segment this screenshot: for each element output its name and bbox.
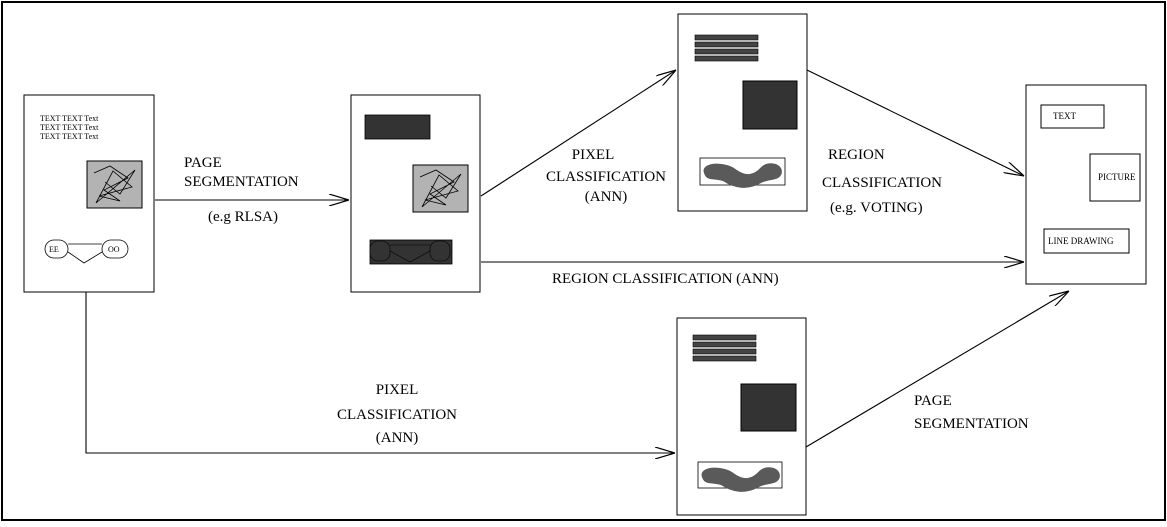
bottom-text-stripes: [692, 334, 757, 362]
label-page-seg2-l1: PAGE: [914, 393, 952, 409]
top-picture-block: [742, 80, 798, 130]
input-line-drawing: EE OO: [44, 239, 129, 264]
input-picture: [86, 160, 143, 209]
output-page: TEXT PICTURE LINE DRAWING: [1025, 84, 1147, 285]
label-region-voting: REGION CLASSIFICATION (e.g. VOTING): [822, 147, 942, 216]
label-pixel-bottom-l2: CLASSIFICATION: [337, 407, 457, 423]
label-pixel-top-l3: (ANN): [585, 189, 628, 205]
input-text-line-2: TEXT TEXT Text: [40, 123, 99, 132]
label-page-segmentation-l2: SEGMENTATION: [184, 174, 299, 190]
label-page-segmentation: PAGE SEGMENTATION (e.g RLSA): [184, 155, 299, 225]
label-region-voting-l2: CLASSIFICATION: [822, 175, 942, 191]
segmented-picture: [412, 164, 469, 213]
segmented-text-block: [364, 114, 431, 140]
output-picture-label: PICTURE: [1098, 172, 1136, 182]
output-line-drawing-label: LINE DRAWING: [1048, 236, 1114, 246]
pixel-classified-page-top: [677, 13, 808, 212]
label-region-voting-l1: REGION: [828, 147, 885, 163]
output-text-box: [1040, 104, 1105, 129]
arrow-pixel-classification-bottom: [85, 292, 675, 453]
label-pixel-top-l1: PIXEL: [572, 147, 615, 163]
label-region-voting-l3: (e.g. VOTING): [830, 200, 923, 216]
arrow-page-segmentation-2: [805, 291, 1069, 448]
segmented-page: [350, 94, 481, 293]
label-pixel-top-l2: CLASSIFICATION: [546, 169, 666, 185]
arrow-pixel-classification-top: [480, 70, 676, 197]
top-text-stripes: [694, 34, 759, 62]
output-line-drawing-box: [1043, 228, 1130, 254]
arrows: [85, 69, 1069, 453]
arrow-region-voting: [806, 69, 1024, 176]
input-text-line-3: TEXT TEXT Text: [40, 132, 99, 141]
output-picture-box: [1089, 153, 1141, 202]
output-text-label: TEXT: [1053, 111, 1076, 121]
label-page-segmentation-l1: PAGE: [184, 155, 222, 171]
label-pixel-classification-bottom: PIXEL CLASSIFICATION (ANN): [337, 382, 457, 446]
node-oo: OO: [108, 245, 120, 254]
label-page-segmentation-2: PAGE SEGMENTATION: [914, 393, 1029, 432]
node-ee: EE: [49, 245, 59, 254]
input-text-line-1: TEXT TEXT Text: [40, 114, 99, 123]
input-page: TEXT TEXT Text TEXT TEXT Text TEXT TEXT …: [23, 94, 155, 293]
bottom-picture-block: [740, 383, 797, 432]
label-pixel-classification-top: PIXEL CLASSIFICATION (ANN): [546, 147, 666, 205]
pixel-classified-page-bottom: [676, 317, 807, 516]
label-page-seg2-l2: SEGMENTATION: [914, 416, 1029, 432]
bottom-drawing-blob: [697, 461, 783, 492]
label-region-classification-ann: REGION CLASSIFICATION (ANN): [552, 271, 779, 287]
label-pixel-bottom-l1: PIXEL: [376, 382, 419, 398]
label-page-segmentation-l3: (e.g RLSA): [208, 209, 278, 225]
segmented-line-drawing: [369, 239, 453, 265]
top-drawing-blob: [699, 157, 786, 188]
label-pixel-bottom-l3: (ANN): [376, 430, 419, 446]
